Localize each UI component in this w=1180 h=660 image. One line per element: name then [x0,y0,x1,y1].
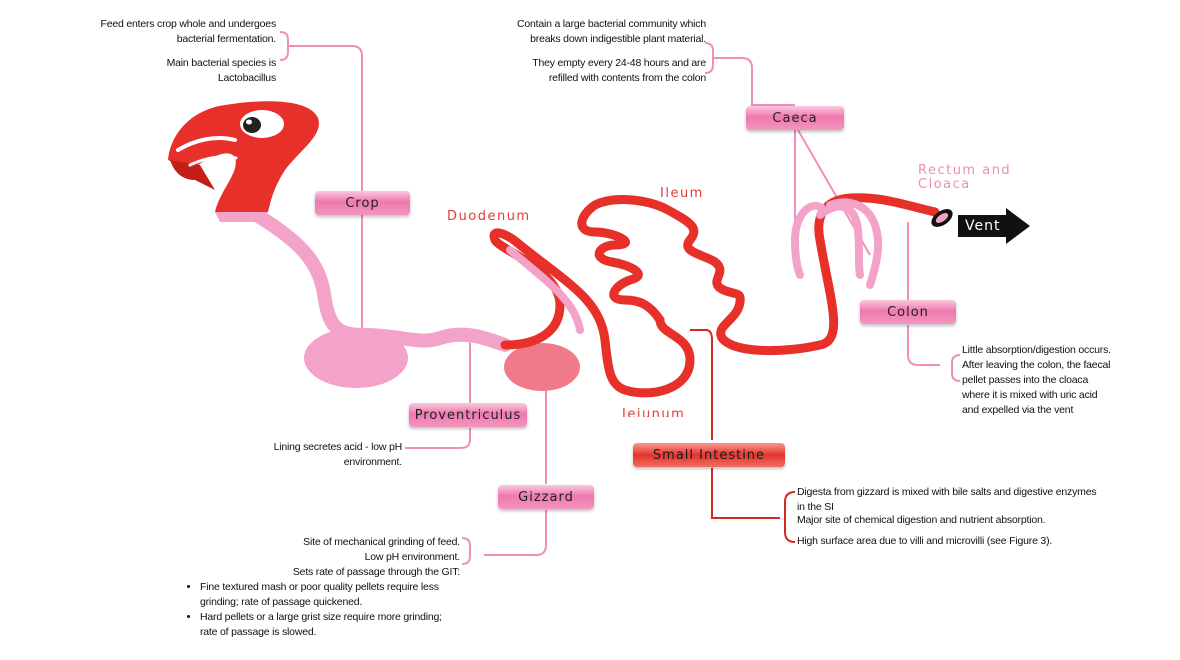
cloaca-inner [935,213,949,223]
oesophagus [233,198,512,352]
gizzard-note-2: Low pH environment. [364,551,460,563]
crop-note-brace [279,31,289,61]
gizzard-shape [504,343,580,391]
gizzard-bullets: Fine textured mash or poor quality pelle… [186,580,456,640]
caeca-note-1: Contain a large bacterial community whic… [516,18,706,45]
rectum-cloaca-line-2: Cloaca [918,177,971,192]
caeca-note-2: They empty every 24-48 hours and are ref… [532,57,706,84]
gizzard-bullet-2: Hard pellets or a large grist size requi… [200,610,456,640]
crop-notes: Feed enters crop whole and undergoes bac… [100,17,276,87]
crop-label: Crop [315,191,410,215]
pancreas-shape [506,246,584,334]
crop-shape [304,328,408,388]
colon-notes: Little absorption/digestion occurs. Afte… [962,343,1112,439]
colon-note-1: Little absorption/digestion occurs. [962,344,1111,356]
caeca-connector [713,57,795,106]
rectum-cloaca-line-1: Rectum and [918,163,1012,178]
colon-note-brace [951,354,961,382]
ileum-jejunum-shape [577,193,940,356]
caeca-note-brace [704,42,714,74]
caecum-2-shape [790,202,826,279]
proventriculus-label: Proventriculus [409,403,527,427]
si-stem [690,329,713,440]
rectum-cloaca-label: Rectum and Cloaca [918,164,1011,192]
duodenum-shape [489,228,695,398]
crop-note-1: Feed enters crop whole and undergoes bac… [100,18,276,45]
colon-note-2: After leaving the colon, the faecal pell… [962,359,1111,416]
jejunum-label: Jejunum [622,407,686,417]
connector-lines [279,31,961,565]
small-intestine-label: Small Intestine [633,443,785,467]
si-connector [711,468,780,519]
small-intestine-connectors [690,329,796,543]
caeca-label: Caeca [746,106,844,130]
proventriculus-connector [405,428,471,449]
vent-arrow-icon [958,208,1030,244]
caeca-notes: Contain a large bacterial community whic… [510,17,706,109]
crop-note-2: Main bacterial species is Lactobacillus [166,57,276,84]
crop-connector [288,45,363,340]
gizzard-connector [484,510,547,556]
caecum-3-shape [826,198,883,289]
small-intestine-notes: Digesta from gizzard is mixed with bile … [797,485,1097,555]
gizzard-label: Gizzard [498,485,594,509]
ileum-label: Ileum [660,186,704,201]
vent-label: Vent [965,218,1001,234]
si-note-1: Digesta from gizzard is mixed with bile … [797,486,1097,513]
si-note-brace [784,491,796,543]
gizzard-notes: Site of mechanical grinding of feed. Low… [270,535,460,581]
gizzard-note-brace [461,537,471,565]
si-note-3: High surface area due to villi and micro… [797,535,1053,547]
proventriculus-note-1: Lining secretes acid - low pH environmen… [273,441,402,468]
proventriculus-notes: Lining secretes acid - low pH environmen… [268,440,402,468]
gizzard-note-3: Sets rate of passage through the GIT: [292,566,460,578]
gizzard-note-1: Site of mechanical grinding of feed. [303,536,460,548]
duodenum-label: Duodenum [447,209,531,224]
colon-connector [907,325,940,366]
colon-label: Colon [860,300,956,324]
gizzard-bullet-1: Fine textured mash or poor quality pelle… [200,580,456,610]
si-note-2: Major site of chemical digestion and nut… [797,514,1046,526]
bird-head-icon [168,101,319,222]
